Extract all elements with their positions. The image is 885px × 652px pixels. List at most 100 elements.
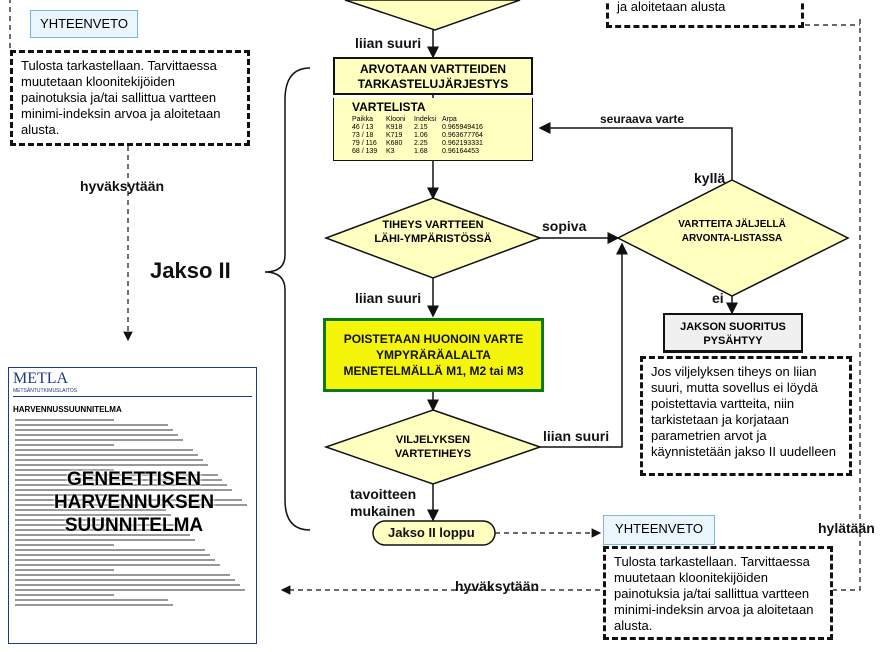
report-text-line	[15, 474, 218, 476]
top-right-note: ja aloitetaan alusta	[606, 0, 804, 28]
report-subtitle: METSÄNTUTKIMUSLAITOS	[13, 388, 78, 394]
vartelista-cell: Indeksi	[414, 116, 437, 123]
vartelista-cell: 0.962193331	[442, 140, 483, 147]
vartelista-cell: 0.965949416	[442, 124, 483, 131]
report-text-line	[15, 539, 196, 541]
vartelista-cell: 1.06	[414, 132, 428, 139]
tavoitteen-label: tavoitteen mukainen	[350, 486, 417, 519]
report-text-line	[15, 439, 183, 441]
report-text-line	[15, 419, 114, 421]
vartelista-cell: Klooni	[386, 116, 406, 123]
report-text-line	[15, 444, 114, 446]
report-lines	[9, 419, 256, 606]
jakson-loppu-text: Jakso II loppu	[388, 525, 475, 540]
vartelista-title: VARTELISTA	[352, 100, 426, 114]
report-text-line	[15, 429, 174, 431]
top-diamond-shape	[344, 0, 521, 31]
report-text-line	[15, 499, 243, 501]
report-text-line	[15, 464, 208, 466]
vartteita-text: VARTTEITA JÄLJELLÄ ARVONTA-LISTASSA	[678, 219, 786, 244]
report-text-line	[15, 484, 228, 486]
kylla-label: kyllä	[694, 170, 726, 186]
report-logo: METLA	[13, 370, 69, 387]
vartelista-row: 68 / 139 K3 1.68 0.96164453	[352, 148, 532, 156]
report-text-line	[15, 459, 203, 461]
report-text-line	[15, 524, 181, 526]
hyvaksytaan-left-label: hyväksytään	[80, 178, 165, 194]
liian-suuri-3-label: liian suuri	[543, 428, 610, 444]
hyvaksytaan-bottom-label: hyväksytään	[455, 578, 540, 594]
vartelista-cell: K918	[386, 124, 403, 131]
report-text-line	[15, 549, 206, 551]
yhteenveto-top-left: YHTEENVETO	[30, 10, 138, 38]
vartelista-cell: K680	[386, 140, 403, 147]
report-text-line	[15, 559, 216, 561]
liian-suuri-1-label: liian suuri	[355, 35, 422, 51]
report-text-line	[15, 469, 114, 471]
vartelista-cell: Arpa	[442, 116, 457, 123]
report-text-line	[15, 569, 114, 571]
jakson-pysahtyy-box: JAKSON SUORITUS PYSÄHTYY	[663, 313, 803, 353]
report-text-line	[15, 504, 248, 506]
report-text-line	[15, 489, 233, 491]
vartelista-cell: 79 / 116	[352, 140, 377, 147]
report-text-line	[15, 599, 169, 601]
top-left-note: Tulosta tarkastellaan. Tarvittaessa muut…	[10, 50, 250, 146]
report-text-line	[15, 494, 114, 496]
vartelista-row: 79 / 116 K680 2.25 0.962193331	[352, 140, 532, 148]
pysahtyy-note: Jos viljelyksen tiheys on liian suuri, m…	[640, 356, 852, 476]
report-text-line	[15, 449, 193, 451]
report-text-line	[15, 519, 114, 521]
report-text-line	[15, 564, 220, 566]
report-text-line	[15, 554, 211, 556]
report-text-line	[15, 579, 235, 581]
vartelista-header-row: Paikka Klooni Indeksi Arpa	[352, 116, 532, 124]
vartelista-cell: Paikka	[352, 116, 374, 123]
report-heading: HARVENNUSSUUNNITELMA	[13, 405, 122, 414]
report-text-line	[15, 424, 169, 426]
report-text-line	[15, 604, 174, 606]
vartelista-row: 46 / 13 K918 2.15 0.965949416	[352, 124, 532, 132]
ei-label: ei	[712, 290, 724, 306]
vartelista-cell: 73 / 18	[352, 132, 374, 139]
vartelista-cell: 46 / 13	[352, 124, 374, 131]
top-right-note-text: ja aloitetaan alusta	[617, 0, 726, 14]
report-text-line	[15, 594, 114, 596]
report-text-line	[15, 479, 223, 481]
vartelista-cell: 1.68	[414, 148, 428, 155]
arvotaan-box: ARVOTAAN VARTTEIDEN TARKASTELUJÄRJESTYS	[333, 57, 533, 95]
vartelista-cell: 0.963677764	[442, 132, 483, 139]
viljelyksen-text: VILJELYKSEN VARTETIHEYS	[394, 434, 472, 460]
bottom-right-note: Tulosta tarkastellaan. Tarvittaessa muut…	[603, 546, 833, 640]
report-text-line	[15, 574, 230, 576]
report-text-line	[15, 589, 245, 591]
sopiva-label: sopiva	[542, 218, 587, 234]
vartelista-cell: 0.96164453	[442, 148, 479, 155]
jakso-label: Jakso II	[150, 258, 231, 283]
hylataan-label: hylätään	[818, 520, 875, 536]
report-text-line	[15, 454, 198, 456]
vartelista-cell: 2.25	[414, 140, 428, 147]
report-text-line	[15, 534, 191, 536]
report-text-line	[15, 434, 179, 436]
poistetaan-box: POISTETAAN HUONOIN VARTE YMPYRÄRÄALALTA …	[323, 318, 544, 392]
report-text-line	[15, 509, 166, 511]
vartelista-cell: 2.15	[414, 124, 428, 131]
report-text-line	[15, 584, 240, 586]
vartelista-table: Paikka Klooni Indeksi Arpa 46 / 13 K918 2.15 0.…	[334, 116, 532, 156]
tiheys-text: TIHEYS VARTTEEN LÄHI-YMPÄRISTÖSSÄ	[374, 219, 492, 245]
report-text-line	[15, 544, 114, 546]
report-overlay-title: GENEETTISEN HARVENNUKSEN SUUNNITELMA	[53, 469, 215, 536]
seuraava-varte-label: seuraava varte	[600, 112, 685, 126]
report-text-line	[15, 514, 171, 516]
vartelista-cell: K3	[386, 148, 395, 155]
report-text-line	[15, 529, 186, 531]
liian-suuri-2-label: liian suuri	[355, 290, 422, 306]
report-thumbnail: METLA METSÄNTUTKIMUSLAITOS HARVENNUSSUUN…	[8, 367, 257, 644]
vartelista-cell: 68 / 139	[352, 148, 378, 155]
jakso-brace	[264, 67, 311, 531]
